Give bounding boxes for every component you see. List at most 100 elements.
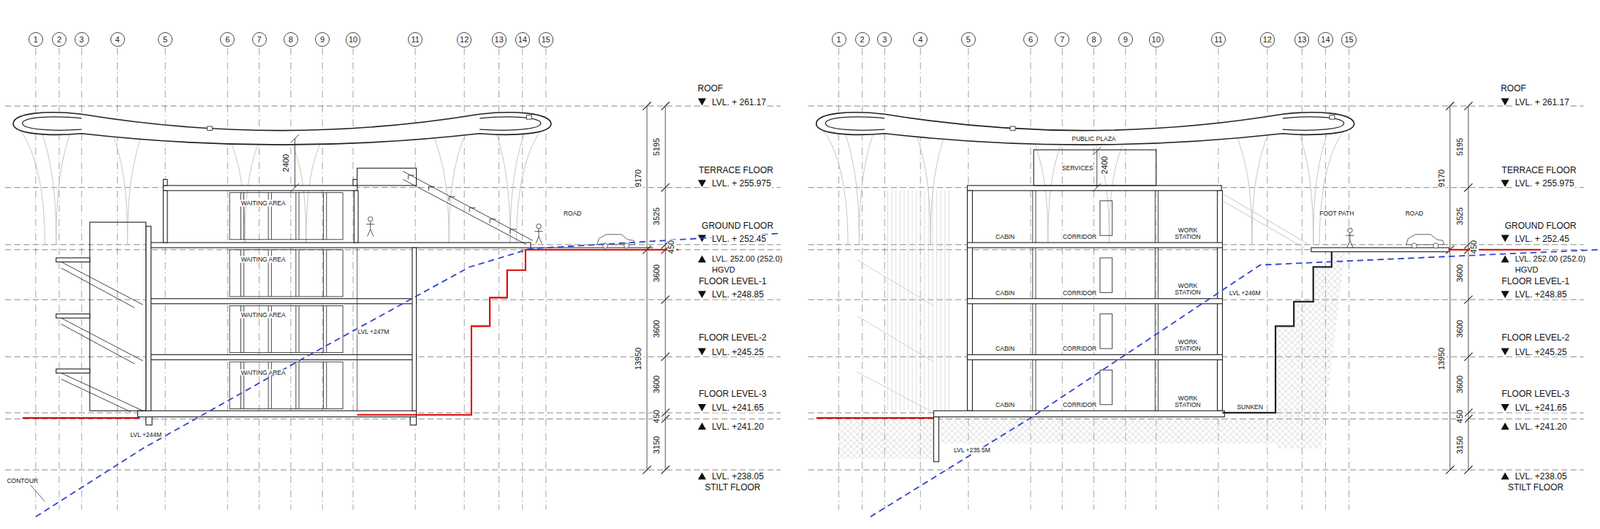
grid-number: 1 — [836, 35, 841, 44]
existing-ground-line — [816, 249, 1541, 419]
person-figure — [366, 217, 375, 237]
grid-bubble: 13 — [491, 32, 507, 47]
grid-bubble: 13 — [1294, 32, 1310, 47]
level-label: LVL. + 255.975 — [1514, 179, 1576, 189]
room-label: WORK STATION — [1170, 227, 1206, 241]
level-label: LVL. + 261.17 — [711, 97, 767, 107]
tree-column — [20, 130, 541, 245]
roof-canopy — [13, 112, 552, 145]
dimension-text: 13950 — [1437, 347, 1447, 372]
grid-number: 1 — [33, 35, 39, 44]
level-label: LVL. + 261.17 — [1514, 97, 1571, 107]
room-label: CORRIDOR — [1062, 289, 1098, 297]
glazing-frame — [240, 192, 326, 240]
level-label: LVL. 252.00 (252.0) — [711, 255, 783, 264]
door — [1100, 258, 1113, 293]
room-label: CABIN — [994, 402, 1016, 409]
grid-bubble: 12 — [456, 32, 472, 47]
level-label: LVL. +248.85 — [1514, 290, 1568, 300]
level-label: ROOF — [1499, 84, 1527, 94]
grid-bubble: 3 — [74, 32, 90, 47]
room-label: WAITING AREA — [240, 312, 287, 319]
section-frame — [808, 48, 1584, 511]
grid-number: 8 — [1091, 35, 1096, 44]
glazing-frame — [240, 361, 326, 409]
glazing-frame — [229, 192, 343, 240]
dimension-text: 2400 — [282, 153, 292, 173]
wall — [412, 247, 417, 411]
dimension-text: 3525 — [652, 206, 662, 226]
grid-number: 14 — [1320, 35, 1330, 44]
room-label: WAITING AREA — [240, 369, 287, 376]
terrace-stair-box — [357, 168, 417, 186]
glazing-frame — [229, 361, 343, 409]
grid-number: 12 — [459, 35, 469, 44]
dimension-text: 5195 — [1456, 137, 1465, 157]
grid-bubble: 15 — [538, 32, 554, 47]
retaining-wall — [1222, 252, 1332, 413]
floor-slab — [146, 354, 417, 360]
earth-hatch — [1276, 252, 1345, 449]
dimension-text: 450 — [652, 408, 662, 424]
level-label: TERRACE FLOOR — [1501, 165, 1578, 176]
grid-bubble: 14 — [1317, 32, 1333, 47]
grid-bubble: 7 — [1054, 32, 1070, 47]
grid-number: 13 — [494, 35, 504, 44]
site-note: PUBLIC PLAZA — [1071, 135, 1117, 142]
person-figure — [535, 223, 544, 244]
level-label: LVL. +238.05 — [1514, 472, 1568, 482]
grid-number: 9 — [1123, 35, 1128, 44]
foot-path-slab — [1311, 247, 1449, 253]
grid-number: 6 — [225, 35, 230, 44]
grid-number: 10 — [1151, 35, 1161, 44]
grid-number: 11 — [410, 35, 419, 44]
grid-bubble: 11 — [1211, 32, 1226, 47]
floor-slab — [967, 298, 1223, 305]
wall — [162, 190, 168, 243]
room-label: WAITING AREA — [240, 255, 287, 263]
wall — [353, 190, 359, 243]
level-label: LVL. 252.00 (252.0) — [1514, 255, 1587, 264]
glazing-frame — [240, 305, 326, 353]
grid-bubble: 10 — [1149, 32, 1164, 47]
grid-number: 11 — [1214, 35, 1223, 44]
stair-flight — [857, 260, 935, 413]
level-label: LVL. +245.25 — [1514, 347, 1568, 357]
contour-line — [35, 233, 781, 517]
door — [1100, 201, 1113, 236]
dimension-text: 3600 — [652, 263, 662, 283]
dimension-text: 3600 — [652, 318, 662, 338]
dimension-text: 450 — [667, 239, 677, 255]
level-label: LVL. +241.65 — [711, 403, 765, 413]
parapet — [353, 179, 358, 186]
dimension-tick — [643, 101, 670, 474]
floor-slab — [146, 298, 417, 305]
room-label: CORRIDOR — [1062, 345, 1098, 353]
grid-number: 5 — [162, 35, 168, 44]
room-label: CORRIDOR — [1062, 233, 1098, 240]
grid-number: 13 — [1297, 35, 1307, 44]
level-marker — [698, 98, 707, 481]
services-box — [1033, 149, 1157, 186]
dimension-text: 2400 — [1100, 155, 1110, 175]
footing — [146, 417, 153, 426]
site-note: LVL +246M — [1228, 289, 1262, 297]
room-label: WAITING AREA — [240, 199, 287, 207]
room-label: WORK STATION — [1170, 339, 1206, 353]
grid-number: 15 — [541, 35, 551, 44]
level-label: LVL. + 252.45 — [1514, 233, 1571, 244]
grid-number: 4 — [918, 35, 923, 44]
floor-slab — [146, 242, 531, 248]
dimension-text: 9170 — [634, 168, 644, 188]
floor-slab — [967, 242, 1223, 248]
floor-slab — [137, 410, 416, 417]
grid-bubble: 2 — [51, 32, 67, 47]
level-label: STILT FLOOR — [1507, 483, 1565, 493]
level-label: FLOOR LEVEL-3 — [1501, 389, 1571, 400]
wall — [933, 417, 939, 462]
grid-number: 2 — [860, 35, 865, 44]
dimension-line — [290, 134, 299, 192]
car-symbol — [597, 234, 636, 249]
